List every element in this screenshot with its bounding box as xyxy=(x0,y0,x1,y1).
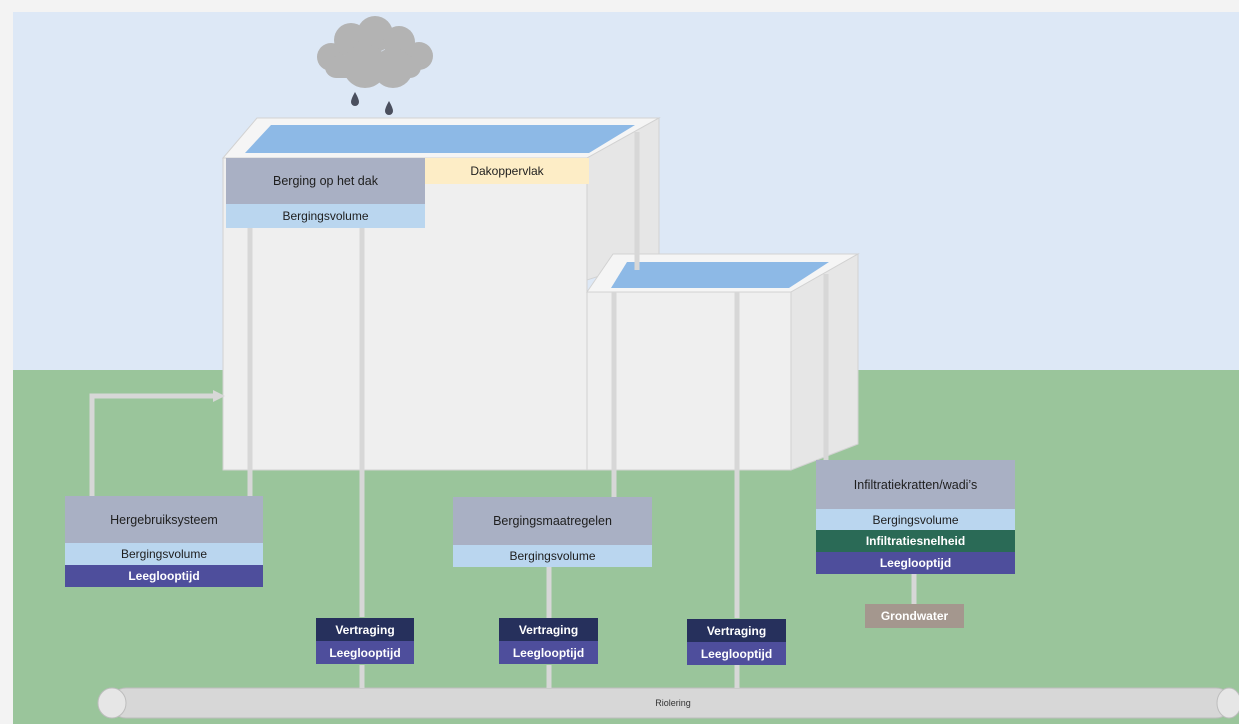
infiltration-drain-time: Leeglooptijd xyxy=(816,552,1015,574)
delay-box-3: Vertraging xyxy=(687,619,786,642)
delay-box-1: Vertraging xyxy=(316,618,414,641)
roof-water-large xyxy=(245,125,635,153)
sewer-label: Riolering xyxy=(655,698,691,708)
building-large xyxy=(221,117,661,471)
reuse-system-drain-time: Leeglooptijd xyxy=(65,565,263,587)
storage-measures-volume: Bergingsvolume xyxy=(453,545,652,567)
reuse-system-volume: Bergingsvolume xyxy=(65,543,263,565)
roof-water-small xyxy=(611,262,829,288)
drain-time-box-1: Leeglooptijd xyxy=(316,641,414,664)
building-small xyxy=(586,253,860,471)
roof-storage-title: Berging op het dak xyxy=(226,158,425,204)
drain-time-box-2: Leeglooptijd xyxy=(499,641,598,664)
cloud-icon xyxy=(317,16,433,88)
stormwater-diagram: Berging op het dak Bergingsvolume Dakopp… xyxy=(13,12,1239,724)
infiltration-title: Infiltratiekratten/wadi’s xyxy=(816,460,1015,509)
drain-time-box-3: Leeglooptijd xyxy=(687,642,786,665)
diagram-graphics xyxy=(13,12,1239,724)
infiltration-volume: Bergingsvolume xyxy=(816,509,1015,530)
roof-surface-label: Dakoppervlak xyxy=(425,158,589,184)
reuse-system-title: Hergebruiksysteem xyxy=(65,496,263,543)
roof-storage-volume: Bergingsvolume xyxy=(226,204,425,228)
arrow-head xyxy=(213,390,225,402)
sewer-pipe xyxy=(97,687,1239,719)
groundwater-label: Grondwater xyxy=(865,604,964,628)
storage-measures-title: Bergingsmaatregelen xyxy=(453,497,652,545)
connector-lines xyxy=(89,132,917,688)
delay-box-2: Vertraging xyxy=(499,618,598,641)
infiltration-rate: Infiltratiesnelheid xyxy=(816,530,1015,552)
